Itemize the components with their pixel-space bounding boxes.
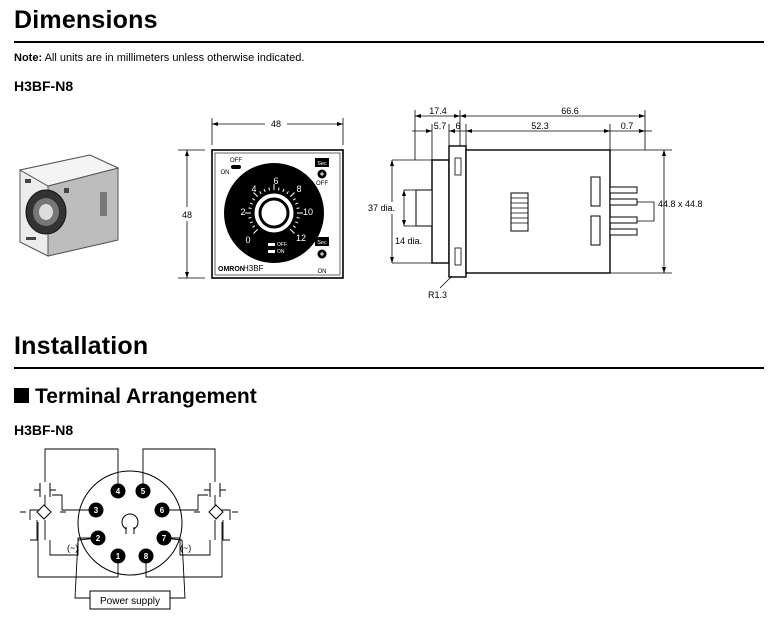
dim-6: 6 (455, 121, 460, 131)
dial-tick (263, 188, 266, 192)
ac-label-left: (~) (67, 543, 78, 553)
dimensions-model: H3BF-N8 (14, 78, 74, 94)
terminal-4: 4 (110, 483, 126, 499)
terminal-6-label: 6 (160, 506, 165, 515)
sec-badge-bottom: Sec (317, 240, 327, 246)
dial-tick (248, 216, 252, 219)
terminal-1: 1 (110, 548, 126, 564)
note-text: All units are in millimeters unless othe… (44, 52, 305, 64)
square-bullet-icon (14, 388, 29, 403)
dial-tick (253, 192, 259, 198)
terminal-arrangement-title: Terminal Arrangement (35, 385, 257, 408)
terminal-8-label: 8 (144, 552, 149, 561)
socket-key (121, 513, 139, 531)
terminal-1-label: 1 (116, 552, 121, 561)
timer-photo-illustration (18, 154, 120, 257)
off-label-right: OFF (316, 181, 328, 187)
on-switch-label: ON (221, 170, 230, 176)
dial-tick (282, 188, 285, 192)
dial-number-10: 10 (303, 207, 313, 217)
dial-tick (248, 207, 252, 210)
dim-5-7: 5.7 (434, 121, 447, 131)
terminal-7-label: 7 (162, 534, 167, 543)
dim-66-6: 66.6 (561, 106, 579, 116)
dim-14-dia: 14 dia. (395, 236, 422, 246)
terminal-8: 8 (138, 548, 154, 564)
dial-number-2: 2 (240, 207, 245, 217)
off-switch-label: OFF (230, 158, 242, 164)
dimensions-heading: Dimensions (14, 6, 158, 34)
dial-tick (289, 228, 295, 234)
timer-body-side (465, 149, 611, 274)
terminal-7: 7 (156, 530, 172, 546)
dial-tick (295, 202, 299, 205)
dimensions-rule (14, 41, 764, 43)
right-contact-symbol (194, 483, 238, 520)
dim-17-4: 17.4 (429, 106, 447, 116)
dial-number-12: 12 (296, 233, 306, 243)
terminal-4-label: 4 (116, 487, 121, 496)
product-name: H3BF (243, 264, 264, 273)
power-supply-box (89, 590, 171, 610)
dial-number-0: 0 (245, 235, 250, 245)
dim-0-7: 0.7 (621, 121, 634, 131)
terminal-2-label: 2 (96, 534, 101, 543)
dial-number-6: 6 (273, 176, 278, 186)
dim-44-8: 44.8 x 44.8 (658, 199, 703, 209)
dial-tick (252, 198, 256, 201)
installation-heading: Installation (14, 332, 149, 360)
installation-rule (14, 367, 764, 369)
terminal-5: 5 (135, 483, 151, 499)
dial-tick (296, 207, 300, 210)
dial-tick (249, 221, 253, 224)
brand-logo: OMRON (218, 266, 245, 273)
dial-tick (289, 192, 295, 198)
dial-tick (286, 191, 289, 195)
dial-tick (249, 202, 253, 205)
power-supply-label: Power supply (100, 596, 160, 607)
body-vent (510, 192, 529, 232)
terminal-5-label: 5 (141, 487, 146, 496)
dial-tick (295, 221, 299, 224)
left-contact-symbol (20, 483, 66, 520)
dim-52-3: 52.3 (531, 121, 549, 131)
dial-tick (252, 225, 256, 228)
dim-r1-3: R1.3 (428, 290, 447, 300)
front-width-label: 48 (271, 119, 281, 129)
dial-led-on: ON (277, 249, 285, 255)
terminal-arrangement-heading: Terminal Arrangement (14, 385, 257, 409)
wiring-lines (29, 448, 231, 599)
dial-tick (296, 216, 300, 219)
terminal-3-label: 3 (94, 506, 99, 515)
dial-tick (292, 198, 296, 201)
terminal-6: 6 (154, 502, 170, 518)
units-note: Note: All units are in millimeters unles… (14, 52, 304, 64)
ac-label-right: (~) (180, 543, 191, 553)
on-label-right: ON (318, 269, 327, 275)
dial-tick (277, 187, 280, 191)
dial-tick (268, 187, 271, 191)
dim-37-dia: 37 dia. (368, 203, 395, 213)
note-label: Note: (14, 52, 43, 64)
front-height-label: 48 (182, 210, 192, 220)
dial-tick (253, 228, 259, 234)
terminal-3: 3 (88, 502, 104, 518)
sec-badge-top: Sec (317, 161, 327, 167)
dial-tick (292, 225, 296, 228)
installation-model: H3BF-N8 (14, 422, 74, 438)
dial-number-8: 8 (296, 184, 301, 194)
dial-tick (259, 191, 262, 195)
dial-number-4: 4 (251, 184, 256, 194)
terminal-2: 2 (90, 530, 106, 546)
dial-led-off: OFF (277, 242, 287, 248)
